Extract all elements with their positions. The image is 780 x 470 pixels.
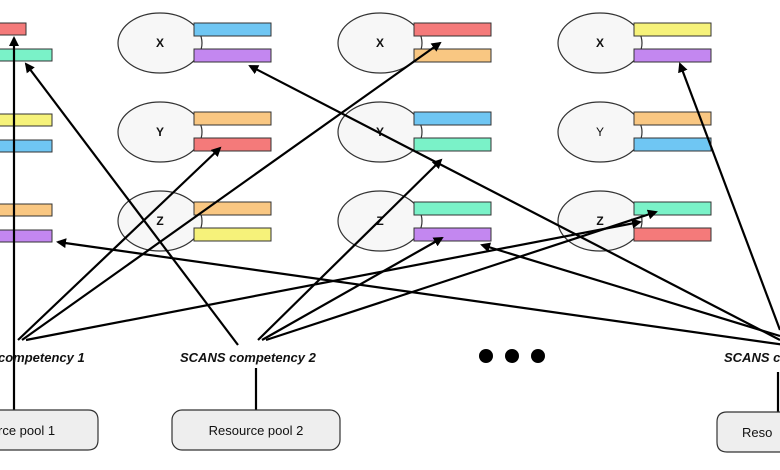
arrow xyxy=(678,62,780,331)
competency-2-label: SCANS competency 2 xyxy=(180,350,317,365)
node-x xyxy=(557,12,643,74)
arrow xyxy=(56,238,780,346)
node-x-label: X xyxy=(156,36,164,50)
bar-red xyxy=(193,137,272,152)
resource-pool-3: Reso xyxy=(716,411,780,453)
arrow xyxy=(257,158,443,341)
bar-blue xyxy=(633,137,712,152)
bar-red xyxy=(633,227,712,242)
resource-pool-2-label: Resource pool 2 xyxy=(209,423,304,438)
competency-1-label: competency 1 xyxy=(0,350,85,365)
node-column-1 xyxy=(0,22,53,243)
arrow xyxy=(17,146,222,341)
bar-blue xyxy=(0,139,53,153)
node-z-label: Z xyxy=(596,214,603,228)
node-column-4: X Y Z xyxy=(557,12,712,252)
bar-orange xyxy=(413,48,492,63)
node-column-2: X Y Z xyxy=(117,12,272,252)
resource-pool-3-label: Reso xyxy=(742,425,772,440)
bar-orange xyxy=(0,203,53,217)
node-column-3: X Y Z xyxy=(337,12,492,252)
node-y xyxy=(117,101,203,163)
arrows xyxy=(9,36,780,346)
bar-red xyxy=(0,22,27,36)
ellipsis-dots xyxy=(479,349,545,363)
node-x xyxy=(337,12,423,74)
bar-orange xyxy=(633,111,712,126)
node-x-label: X xyxy=(596,36,604,50)
bar-purple xyxy=(413,227,492,242)
node-y-label: Y xyxy=(156,125,164,139)
node-y-label: Y xyxy=(596,125,604,139)
node-x xyxy=(117,12,203,74)
arrow xyxy=(24,62,239,346)
bar-purple xyxy=(193,48,272,63)
pool-connectors xyxy=(12,340,780,412)
arrow xyxy=(480,242,780,338)
arrow xyxy=(261,237,444,341)
bar-yellow xyxy=(633,22,712,37)
resource-pool-2: Resource pool 2 xyxy=(171,409,341,451)
resource-pool-1-label: rce pool 1 xyxy=(0,423,55,438)
bar-green xyxy=(633,201,712,216)
bar-orange xyxy=(193,111,272,126)
bar-purple xyxy=(633,48,712,63)
arrow xyxy=(21,41,442,341)
bar-green xyxy=(0,48,53,62)
bar-blue xyxy=(193,22,272,37)
bar-yellow xyxy=(0,113,53,127)
bar-blue xyxy=(413,111,492,126)
node-z-label: Z xyxy=(156,214,163,228)
node-x-label: X xyxy=(376,36,384,50)
resource-pool-1: rce pool 1 xyxy=(0,409,99,451)
node-y xyxy=(557,101,643,163)
competency-3-label: SCANS c xyxy=(724,350,780,365)
bar-green xyxy=(413,201,492,216)
bar-yellow xyxy=(193,227,272,242)
arrow xyxy=(248,65,780,341)
node-z xyxy=(117,190,203,252)
bar-green xyxy=(413,137,492,152)
bar-purple xyxy=(0,229,53,243)
arrow xyxy=(265,209,658,342)
bar-red xyxy=(413,22,492,37)
